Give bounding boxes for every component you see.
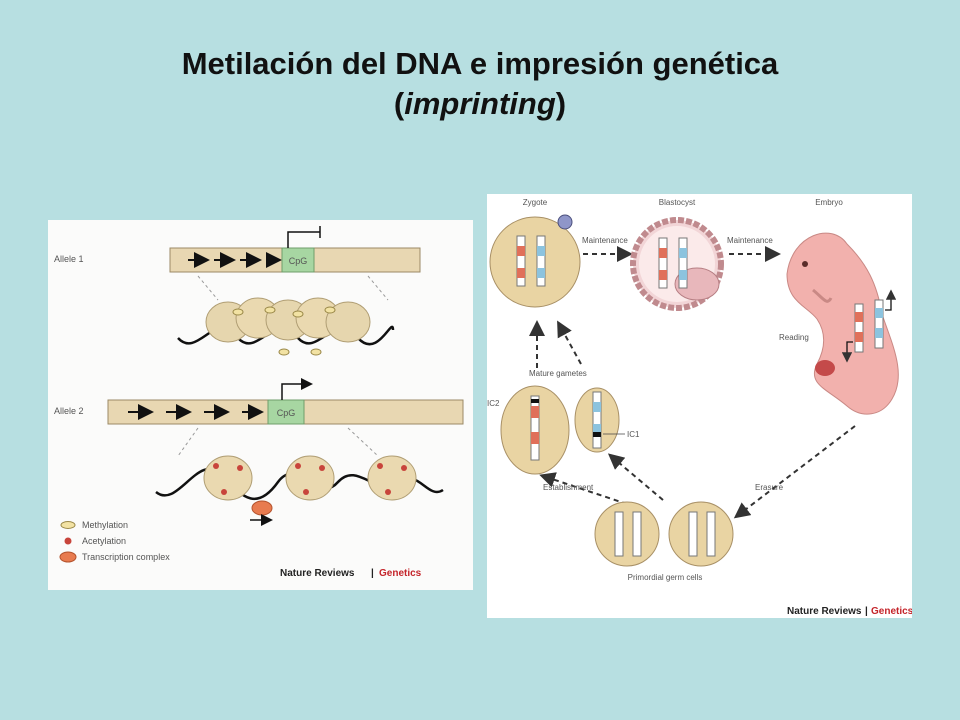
maternal-gamete — [500, 385, 570, 475]
legend-acetylation: Acetylation — [82, 536, 126, 546]
left-credit-journal: Nature Reviews — [280, 568, 355, 579]
primordial-germ-cells-label: Primordial germ cells — [628, 573, 703, 582]
transcription-legend-swatch — [59, 551, 77, 563]
erasure-label: Erasure — [755, 483, 784, 492]
title-paren-open: ( — [393, 86, 405, 121]
paternal-gamete — [574, 387, 620, 453]
title-line-2: (imprinting) — [0, 84, 960, 124]
allele2-active-tss — [281, 378, 313, 400]
left-credit-separator: | — [371, 568, 374, 579]
allele2-cpg-label: CpG — [277, 408, 296, 418]
allele2-open-chromatin — [155, 455, 444, 526]
imprinting-cycle-figure: Zygote Blastocyst Embryo Maintenance Mai… — [487, 194, 914, 618]
imprinting-cycle-diagram: Zygote Blastocyst Embryo Maintenance Mai… — [487, 198, 914, 617]
allele1-label: Allele 1 — [54, 254, 84, 264]
blastocyst-cell — [630, 217, 724, 311]
allele2-cpg-box — [267, 399, 305, 425]
ic1-label: IC1 — [627, 430, 640, 439]
legend-methylation: Methylation — [82, 520, 128, 530]
embryo — [786, 232, 899, 415]
chromatin-diagram: Allele 1 CpG Allel — [54, 226, 464, 579]
arrow-erasure — [733, 425, 856, 519]
acetylation-legend-swatch — [64, 537, 72, 545]
primordial-germ-cell-1 — [594, 501, 660, 567]
allele1-cpg-box — [281, 247, 315, 273]
allele1-cpg-label: CpG — [289, 256, 308, 266]
chromatin-legend: Methylation Acetylation Transcription co… — [59, 520, 170, 563]
stage-zygote-label: Zygote — [523, 198, 548, 207]
allele1-condensed-chromatin — [177, 297, 395, 356]
legend-transcription-complex: Transcription complex — [82, 552, 170, 562]
arrow-maintenance-1-label: Maintenance — [582, 236, 628, 245]
reading-label: Reading — [779, 333, 809, 342]
arrow-gametes-to-zygote-b — [557, 320, 582, 365]
chromatin-figure: Allele 1 CpG Allel — [48, 220, 473, 590]
arrow-establishment-maternal — [539, 472, 628, 505]
right-credit-section: Genetics — [871, 606, 912, 617]
title-line-1: Metilación del DNA e impresión genética — [181, 46, 779, 81]
ic2-label: IC2 — [487, 399, 500, 408]
stage-embryo-label: Embryo — [815, 198, 843, 207]
title-italic-term: imprinting — [404, 86, 556, 121]
arrow-establishment-paternal — [607, 453, 664, 501]
right-credit-separator: | — [865, 606, 868, 617]
establishment-label: Establishment — [543, 483, 594, 492]
mature-gametes-label: Mature gametes — [529, 369, 587, 378]
allele1-blocked-tss — [287, 231, 320, 248]
stage-blastocyst-label: Blastocyst — [659, 198, 696, 207]
methylation-legend-swatch — [60, 521, 76, 529]
right-credit-journal: Nature Reviews — [787, 606, 862, 617]
slide-title: Metilación del DNA e impresión genética … — [0, 44, 960, 124]
allele2-label: Allele 2 — [54, 406, 84, 416]
zygote-cell — [489, 214, 581, 308]
arrow-maintenance-2-label: Maintenance — [727, 236, 773, 245]
primordial-germ-cell-2 — [668, 501, 734, 567]
title-paren-close: ) — [555, 86, 567, 121]
left-credit-section: Genetics — [379, 568, 422, 579]
